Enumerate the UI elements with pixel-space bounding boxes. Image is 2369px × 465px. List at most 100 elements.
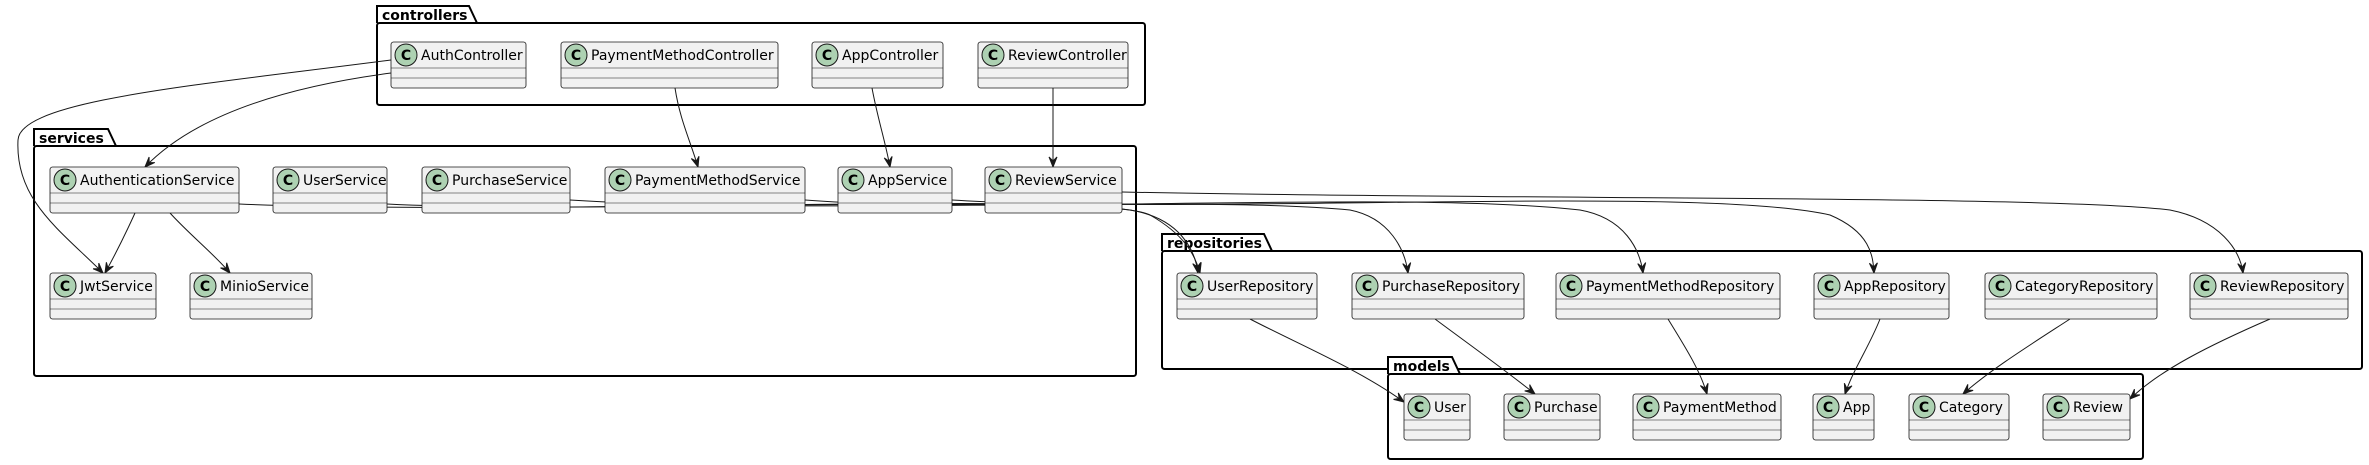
class-name: ReviewController [1008,48,1127,64]
arrowhead-icon [1961,384,1974,395]
class-name: PurchaseRepository [1382,279,1520,295]
class-box [1351,272,1525,320]
class-box [2189,272,2349,320]
relation-line [1434,318,1536,395]
class-box [1984,272,2158,320]
class-box [272,166,388,214]
class-name: ReviewService [1015,173,1117,189]
class-box [1176,272,1318,320]
class-App[interactable]: C App [1812,393,1875,441]
class-name: User [1434,400,1466,416]
relation-AppController-to-AppService [871,87,893,169]
class-c-letter: C [995,173,1005,189]
class-c-letter: C [1995,279,2005,295]
arrowhead-icon [1868,262,1878,275]
arrowhead-icon [1048,156,1058,169]
relation-AppService-to-AppRepository [951,199,1878,275]
relation-line [871,87,891,168]
relation-line [674,87,699,168]
class-c-icon [608,168,632,192]
relation-PaymentMethodRepository-to-PaymentMethod [1667,318,1709,396]
class-c-letter: C [1823,400,1833,416]
class-c-letter: C [988,48,998,64]
class-name: Category [1939,400,2003,416]
class-box [49,166,240,214]
class-c-icon [1407,395,1431,419]
class-name: AppRepository [1844,279,1946,295]
class-box [1555,272,1781,320]
class-c-icon [564,43,588,67]
package-services: services [33,128,1137,377]
class-c-icon [1817,274,1841,298]
class-ReviewController[interactable]: C ReviewController [977,41,1129,89]
class-c-icon [425,168,449,192]
relation-PurchaseRepository-to-Purchase [1434,318,1537,395]
class-name: App [1843,400,1870,416]
class-c-icon [1816,395,1840,419]
class-c-letter: C [1824,279,1834,295]
class-c-icon [2193,274,2217,298]
class-AppRepository[interactable]: C AppRepository [1813,272,1950,320]
class-ReviewService[interactable]: C ReviewService [984,166,1123,214]
class-c-letter: C [1566,279,1576,295]
class-name: Review [2073,400,2123,416]
class-PaymentMethodService[interactable]: C PaymentMethodService [604,166,806,214]
class-c-icon [1180,274,1204,298]
class-name: CategoryRepository [2015,279,2153,295]
arrowhead-icon [1843,383,1853,396]
arrowhead-icon [1393,392,1406,403]
class-box [604,166,806,214]
arrowhead-icon [1637,262,1647,275]
arrowhead-icon [1524,384,1537,395]
relation-line [951,199,1875,274]
relation-AuthController-to-AuthenticationService [144,72,392,168]
class-c-letter: C [571,48,581,64]
relation-AuthController-to-JwtService [17,59,392,274]
class-PaymentMethodRepository[interactable]: C PaymentMethodRepository [1555,272,1781,320]
class-PurchaseService[interactable]: C PurchaseService [421,166,571,214]
class-c-letter: C [848,173,858,189]
class-c-letter: C [615,173,625,189]
package-tab [33,128,117,147]
class-box [837,166,953,214]
arrowhead-icon [1193,262,1202,275]
relation-line [169,212,231,274]
class-c-letter: C [1414,400,1424,416]
class-c-letter: C [1362,279,1372,295]
relation-AuthenticationService-to-MinioService [169,212,231,275]
class-c-letter: C [1514,400,1524,416]
class-name: PurchaseService [452,173,567,189]
class-c-letter: C [2200,279,2210,295]
class-c-icon [53,168,77,192]
relation-ReviewRepository-to-Review [2129,318,2271,400]
class-c-letter: C [432,173,442,189]
class-c-icon [1355,274,1379,298]
class-c-icon [53,274,77,298]
class-box [977,41,1129,89]
class-name: PaymentMethodRepository [1586,279,1774,295]
class-box [560,41,779,89]
arrowhead-icon [690,156,700,169]
relation-line [2129,318,2271,400]
class-box [421,166,571,214]
class-User[interactable]: C User [1403,393,1471,441]
class-name: PaymentMethodService [635,173,801,189]
class-PurchaseRepository[interactable]: C PurchaseRepository [1351,272,1525,320]
class-CategoryRepository[interactable]: C CategoryRepository [1984,272,2158,320]
package-title: controllers [382,8,467,24]
